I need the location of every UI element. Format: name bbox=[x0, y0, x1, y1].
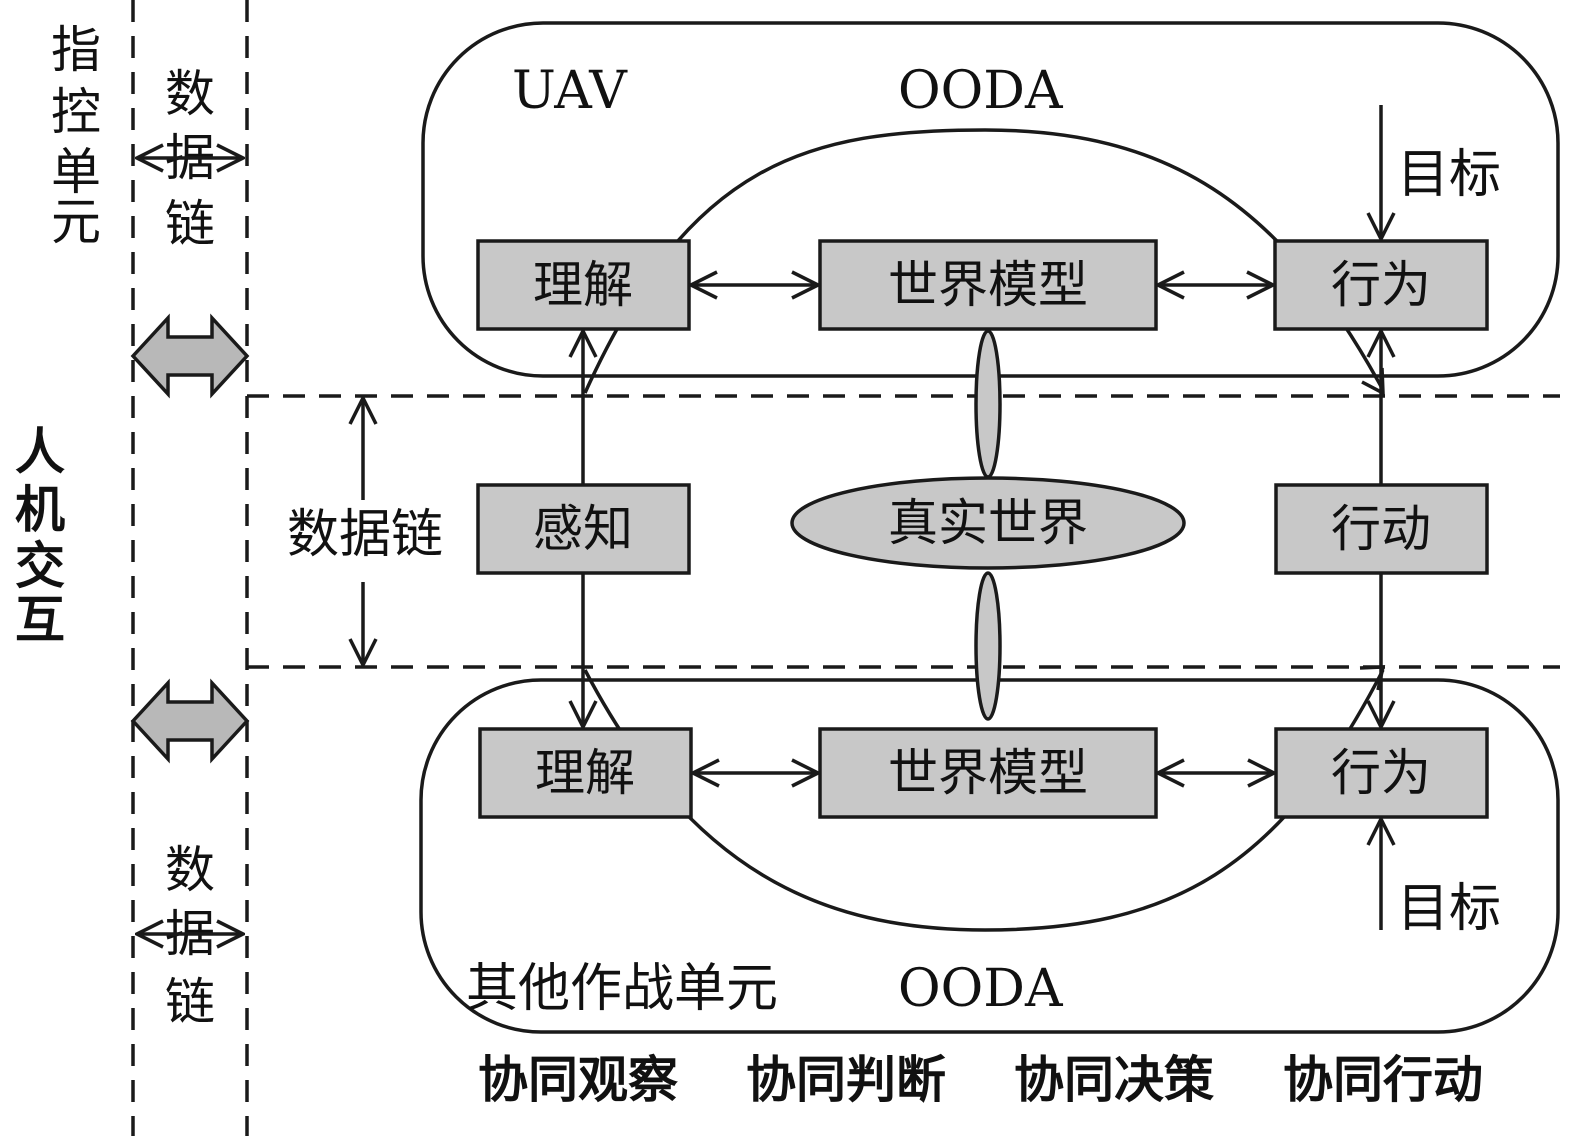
top-target-label: 目标 bbox=[1397, 145, 1501, 205]
real-world-label: 真实世界 bbox=[888, 494, 1088, 552]
top-uav-label: UAV bbox=[512, 61, 628, 121]
middle-data-link-label: 数据链 bbox=[287, 505, 443, 565]
command-unit-char-2: 控 bbox=[51, 83, 101, 141]
bottom-behavior-box bbox=[1274, 727, 1489, 819]
command-unit-char-3: 单 bbox=[51, 143, 101, 201]
action-box bbox=[1274, 483, 1489, 575]
human-machine-char-4: 互 bbox=[15, 591, 65, 649]
bottom-connector-ellipse bbox=[974, 571, 1002, 721]
human-machine-char-2: 机 bbox=[15, 481, 65, 539]
perceive-label: 感知 bbox=[533, 500, 633, 558]
phase-decide-label: 协同决策 bbox=[1014, 1051, 1214, 1109]
bottom-units-label: 其他作战单元 bbox=[466, 959, 778, 1019]
bottom-data-link-char-1: 数 bbox=[165, 841, 215, 899]
command-unit-char-1: 指 bbox=[51, 21, 101, 79]
bottom-ooda-arc bbox=[583, 669, 1385, 932]
bottom-behavior-label: 行为 bbox=[1331, 744, 1431, 802]
top-data-link-char-3: 链 bbox=[165, 195, 215, 253]
bottom-understand-box bbox=[478, 727, 693, 819]
bottom-world-model-box bbox=[818, 727, 1158, 819]
top-world-model-box bbox=[818, 239, 1158, 331]
top-connector-ellipse bbox=[974, 329, 1002, 479]
lower-fat-double-arrow bbox=[130, 678, 250, 764]
command-unit-char-4: 元 bbox=[51, 193, 101, 251]
bottom-understand-label: 理解 bbox=[535, 744, 635, 802]
bottom-target-label: 目标 bbox=[1397, 879, 1501, 939]
human-machine-char-3: 交 bbox=[15, 537, 65, 595]
phase-orient-label: 协同判断 bbox=[746, 1051, 946, 1109]
human-machine-char-1: 人 bbox=[15, 423, 65, 481]
phase-act-label: 协同行动 bbox=[1283, 1051, 1483, 1109]
action-label: 行动 bbox=[1331, 500, 1431, 558]
phase-observe-label: 协同观察 bbox=[478, 1051, 678, 1109]
top-data-link-char-1: 数 bbox=[165, 65, 215, 123]
bottom-world-model-label: 世界模型 bbox=[888, 744, 1088, 802]
top-world-model-label: 世界模型 bbox=[888, 256, 1088, 314]
bottom-data-link-char-3: 链 bbox=[165, 973, 215, 1031]
bottom-ooda-label: OODA bbox=[898, 959, 1064, 1019]
upper-fat-double-arrow bbox=[130, 313, 250, 399]
top-ooda-label: OODA bbox=[898, 61, 1064, 121]
top-understand-label: 理解 bbox=[533, 256, 633, 314]
top-behavior-label: 行为 bbox=[1331, 256, 1431, 314]
